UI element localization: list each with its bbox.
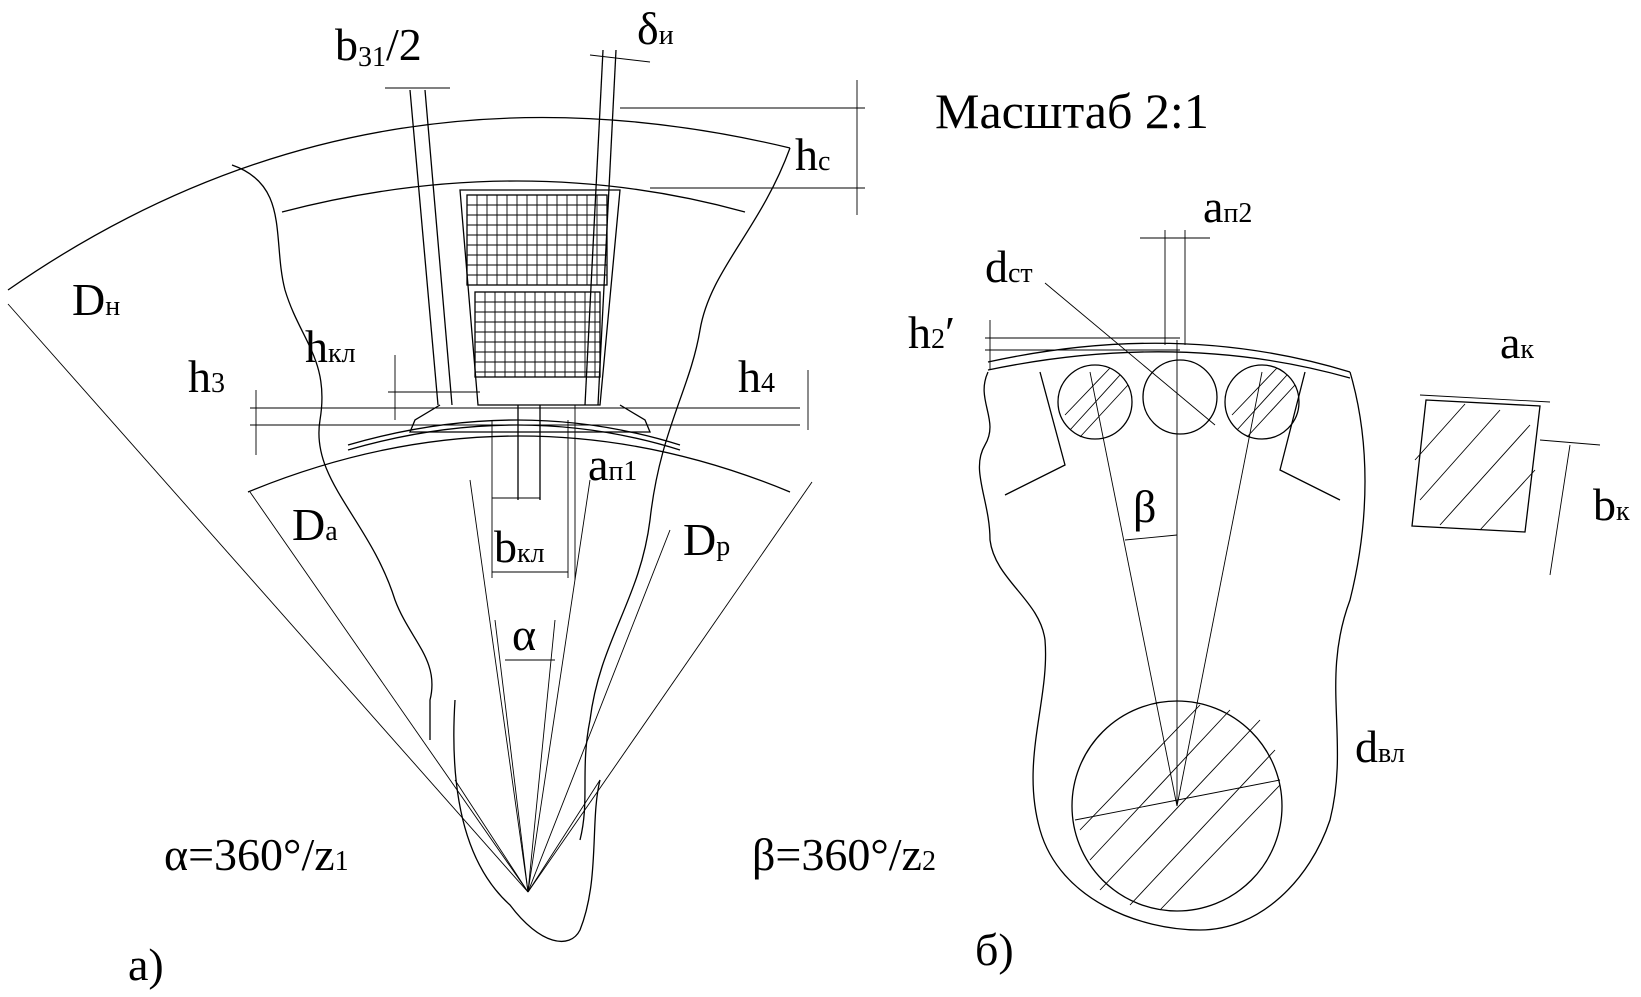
figure-b-rotor-sector xyxy=(978,230,1601,931)
label-beta: β xyxy=(1133,481,1156,532)
label-b31-half: b31/2 xyxy=(335,19,422,73)
label-D-a: Da xyxy=(292,499,338,550)
formula-alpha: α=360°/z1 xyxy=(164,829,349,880)
bar-cross-section xyxy=(1411,394,1601,576)
label-b-kl: bкл xyxy=(494,521,545,572)
label-h-4: h4 xyxy=(738,351,775,402)
winding-upper-coil xyxy=(466,194,608,286)
label-b-k: bк xyxy=(1593,479,1630,530)
label-d-st: dст xyxy=(985,241,1033,292)
label-h-2-prime: h2′ xyxy=(908,307,955,358)
figure-a-stator-sector xyxy=(7,49,865,943)
winding-lower-coil xyxy=(474,291,601,378)
caption-a: a) xyxy=(128,939,164,990)
label-a-p2: aп2 xyxy=(1203,181,1252,232)
label-h-c: hc xyxy=(795,129,830,180)
label-a-k: aк xyxy=(1500,317,1534,368)
formula-beta: β=360°/z2 xyxy=(752,829,936,880)
label-D-n: Dн xyxy=(72,274,120,325)
label-h-3: h3 xyxy=(188,351,225,402)
label-a-p1: aп1 xyxy=(588,439,637,490)
label-delta-i: δи xyxy=(637,3,674,54)
label-alpha: α xyxy=(512,609,536,660)
label-D-p: Dp xyxy=(683,514,730,565)
label-d-vl: dвл xyxy=(1355,721,1405,772)
label-h-kl: hкл xyxy=(305,321,356,372)
scale-title: Масштаб 2:1 xyxy=(935,83,1209,139)
caption-b: б) xyxy=(975,924,1014,975)
